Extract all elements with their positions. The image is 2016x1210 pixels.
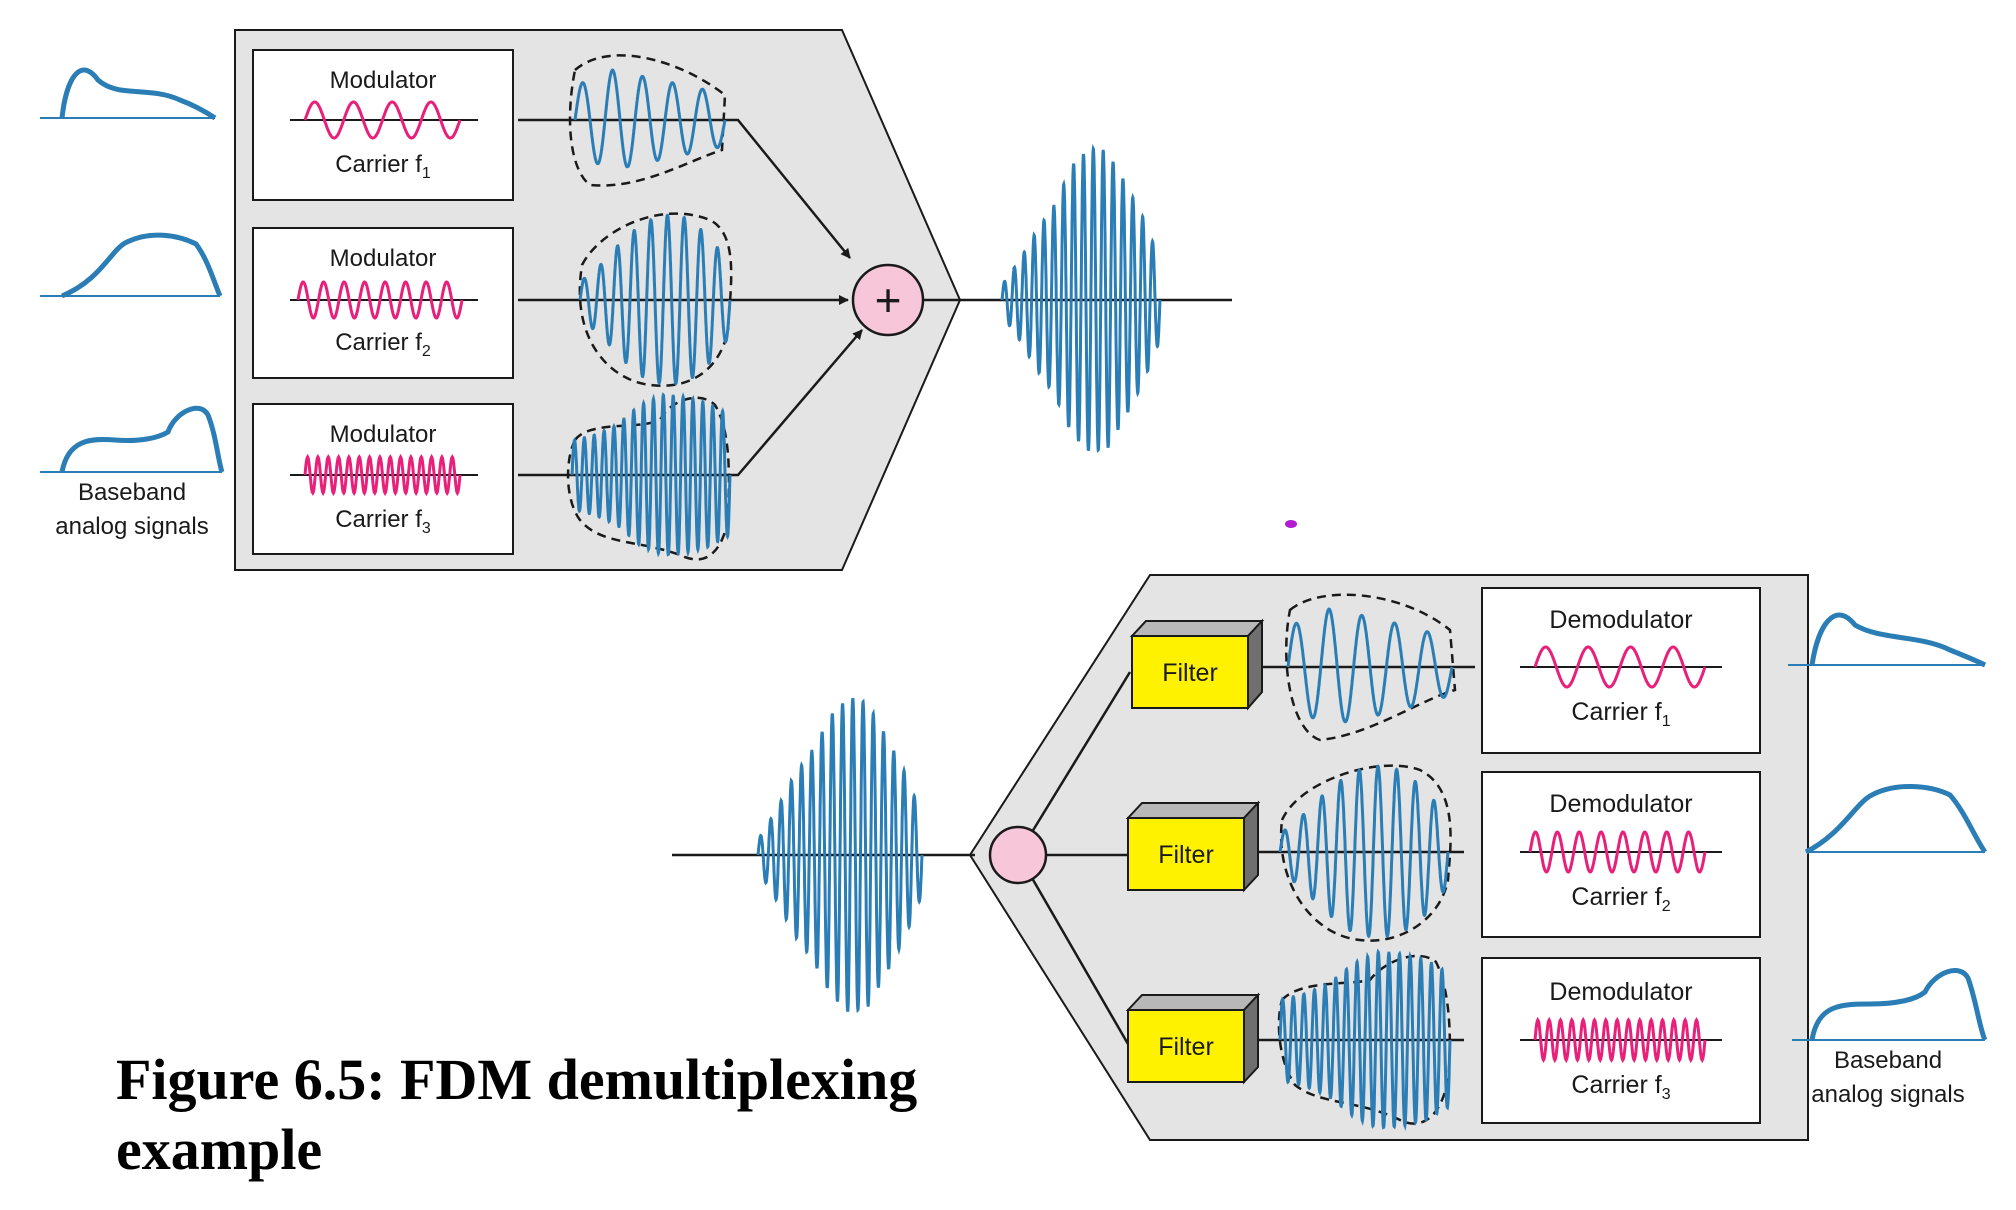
- demodulator-2-title: Demodulator: [1549, 790, 1692, 818]
- figure-caption: Figure 6.5: FDM demultiplexing example: [116, 1047, 918, 1182]
- baseband-input-3: [40, 405, 225, 473]
- demodulator-1-carrier-label: Carrier f1: [1571, 698, 1670, 730]
- modulator-2-carrier-label: Carrier f2: [335, 329, 431, 360]
- demodulator-3-title: Demodulator: [1549, 978, 1692, 1006]
- modulator-1: Modulator Carrier f1: [252, 49, 514, 201]
- modulated-signal-1: [568, 54, 727, 187]
- filter-3: Filter: [1125, 992, 1261, 1085]
- baseband-input-1: [40, 67, 217, 121]
- demodulator-1-carrier-wave: [1533, 645, 1707, 689]
- demodulator-2-carrier-wave: [1528, 830, 1707, 874]
- baseband-output-label-1: Baseband: [1834, 1047, 1942, 1074]
- demultiplexer: Filter Filter Filter: [672, 574, 1988, 1141]
- filter-2-label: Filter: [1158, 841, 1214, 869]
- baseband-output-label-2: analog signals: [1811, 1081, 1964, 1108]
- filter-1: Filter: [1129, 618, 1265, 711]
- branch-1-line: [1030, 671, 1132, 833]
- modulator-3-title: Modulator: [330, 421, 437, 448]
- modulator-1-title: Modulator: [330, 67, 437, 94]
- baseband-input-label-1: Baseband: [78, 479, 186, 506]
- branch-3-line: [1030, 877, 1130, 1045]
- filtered-signal-3: [1277, 948, 1452, 1131]
- adder-symbol: +: [875, 274, 902, 326]
- demodulator-2: Demodulator Carrier f2: [1481, 771, 1761, 938]
- modulator-3-carrier-wave: [303, 453, 462, 497]
- filter-2: Filter: [1125, 800, 1261, 893]
- demodulator-3-carrier-label: Carrier f3: [1571, 1071, 1670, 1103]
- baseband-input-2: [40, 232, 223, 299]
- modulator-2: Modulator Carrier f2: [252, 227, 514, 379]
- demodulator-2-carrier-label: Carrier f2: [1571, 883, 1670, 915]
- filter-3-label: Filter: [1158, 1033, 1214, 1061]
- stray-mark: [1285, 520, 1297, 528]
- composite-signal-mux: [1000, 143, 1162, 454]
- demodulator-1-title: Demodulator: [1549, 606, 1692, 634]
- filter-1-label: Filter: [1162, 659, 1218, 687]
- baseband-output-1: [1788, 612, 1987, 668]
- composite-signal-demux: [756, 697, 924, 1014]
- demodulator-1: Demodulator Carrier f1: [1481, 587, 1761, 754]
- modulated-signal-3: [566, 392, 732, 561]
- splitter-node: [988, 825, 1048, 885]
- filtered-signal-2: [1278, 764, 1452, 942]
- baseband-output-2: [1804, 784, 1988, 855]
- baseband-input-label-2: analog signals: [55, 513, 208, 540]
- modulated-signal-2: [578, 212, 733, 387]
- demodulator-3-carrier-wave: [1533, 1016, 1707, 1064]
- multiplexer: Baseband analog signals Modulator Carrie…: [40, 29, 1232, 571]
- modulator-2-carrier-wave: [296, 280, 464, 320]
- modulator-3: Modulator Carrier f3: [252, 403, 514, 555]
- demodulator-3: Demodulator Carrier f3: [1481, 957, 1761, 1124]
- adder: +: [851, 263, 925, 337]
- modulator-1-carrier-label: Carrier f1: [335, 151, 431, 182]
- modulator-3-carrier-label: Carrier f3: [335, 506, 431, 537]
- baseband-output-3: [1792, 968, 1988, 1042]
- modulator-2-title: Modulator: [330, 245, 437, 272]
- filtered-signal-1: [1285, 593, 1457, 742]
- modulator-1-carrier-wave: [303, 100, 462, 140]
